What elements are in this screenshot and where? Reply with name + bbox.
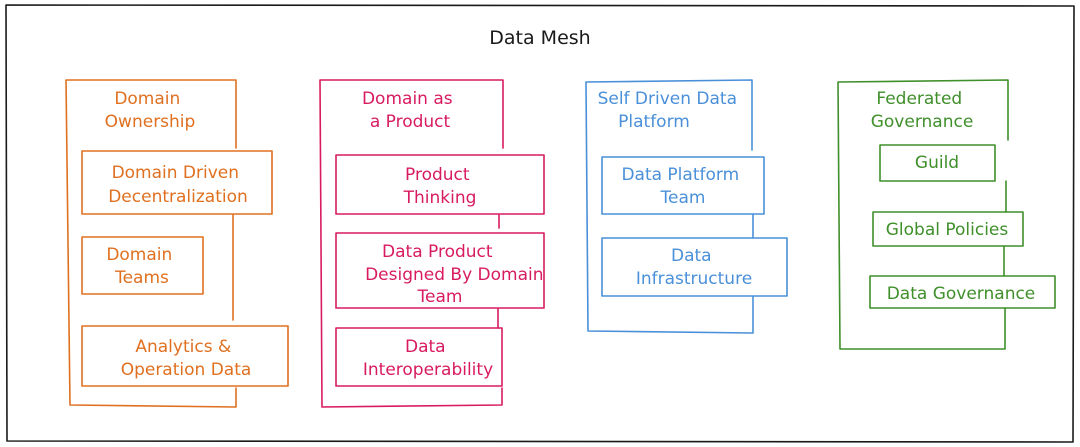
card-analytics-operation-data <box>81 325 289 387</box>
column-frame <box>585 79 754 334</box>
column-frame <box>837 79 1009 350</box>
column-heading: Domain as a Product <box>362 89 458 132</box>
column-frame <box>319 79 504 408</box>
card-data-interoperability <box>335 327 503 387</box>
column-self-driven-platform: Self Driven Data Platform Data Platform … <box>585 79 788 334</box>
card-label: Product Thinking <box>403 165 477 208</box>
column-domain-ownership: Domain Ownership Domain Driven Decentral… <box>65 79 289 408</box>
column-domain-as-product: Domain as a Product Product Thinking Dat… <box>319 79 549 408</box>
card-label: Data Governance <box>887 284 1036 304</box>
card-label: Data Product Designed By Domain Team <box>365 242 549 307</box>
card-data-governance <box>869 275 1056 309</box>
card-data-product-designed <box>335 232 545 309</box>
column-heading: Domain Ownership <box>105 89 196 132</box>
card-product-thinking <box>335 154 545 215</box>
card-domain-teams <box>81 236 204 295</box>
card-label: Data Infrastructure <box>636 246 752 289</box>
column-heading: Federated Governance <box>871 89 974 132</box>
card-data-platform-team <box>601 156 765 215</box>
card-label: Guild <box>915 153 959 173</box>
column-federated-governance: Federated Governance Guild Global Polici… <box>837 79 1056 350</box>
outer-frame <box>5 4 1075 443</box>
card-label: Data Platform Team <box>621 165 744 208</box>
card-data-infrastructure <box>601 237 788 297</box>
card-label: Data Interoperability <box>363 337 493 380</box>
column-heading: Self Driven Data Platform <box>598 89 743 132</box>
card-label: Global Policies <box>886 220 1009 240</box>
column-frame <box>65 79 237 408</box>
diagram-title: Data Mesh <box>489 27 590 49</box>
card-label: Analytics & Operation Data <box>121 337 252 380</box>
card-domain-driven-decentralization <box>81 150 273 215</box>
card-global-policies <box>872 211 1024 247</box>
card-label: Domain Driven Decentralization <box>108 163 248 207</box>
card-guild <box>879 144 996 182</box>
card-label: Domain Teams <box>106 245 177 288</box>
